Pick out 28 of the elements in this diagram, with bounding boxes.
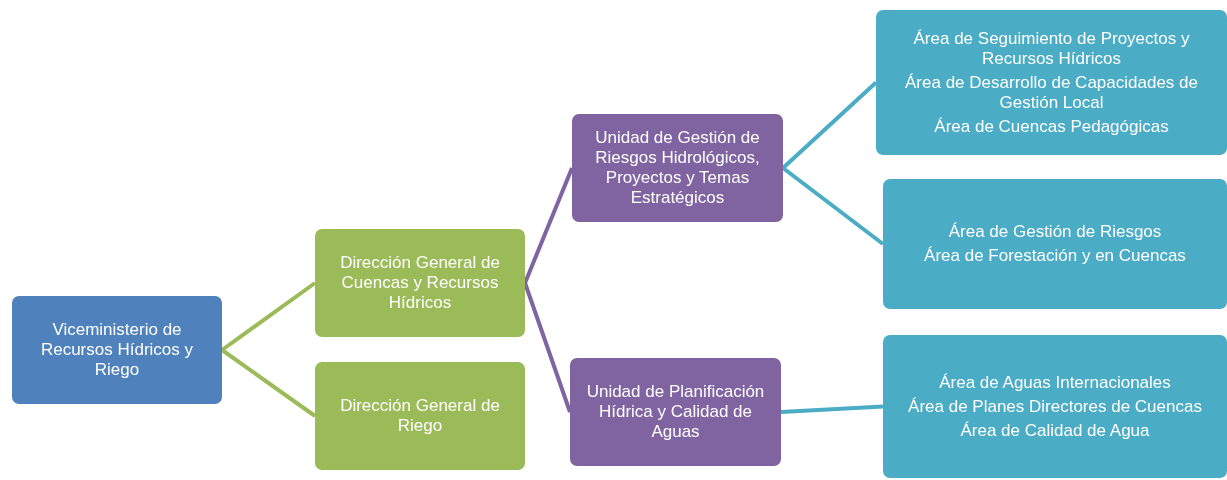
box-label: Área de Aguas Internacionales [939,372,1171,393]
box-label: Área de Desarrollo de Capacidades de Gestión Local [904,72,1199,113]
box-label: Viceministerio de Recursos Hídricos y Riego [39,320,195,380]
org-box [572,114,783,222]
org-box [883,179,1227,309]
box-label: Área de Gestión de Riesgos [948,222,1162,242]
connector-line [781,81,878,170]
org-box [883,335,1227,478]
connector-line [523,282,572,413]
connector-line [220,348,317,418]
box-label: Dirección General de Riego [339,396,501,436]
org-box [12,296,222,404]
box-label: Unidad de Planificación Hídrica y Calidad de Aguas [585,382,766,442]
org-box [315,229,525,337]
box-label: Área de Calidad de Agua [960,420,1150,441]
connector-line [523,167,574,284]
box-label: Área de Planes Directores de Cuencas [908,396,1202,417]
connector-line [781,166,885,246]
box-label: Área de Cuencas Pedagógicas [934,116,1169,137]
box-label: Unidad de Gestión de Riesgos Hidrológicos, Proyectos y Temas Estratégicos [594,128,761,208]
box-label: Área de Seguimiento de Proyectos y Recursos Hídricos [912,28,1191,69]
connector-line [780,404,884,414]
box-label: Dirección General de Cuencas y Recursos Hídricos [339,253,501,313]
box-label: Área de Forestación y en Cuencas [924,246,1186,266]
connector-line [220,281,317,352]
org-box [315,362,525,470]
org-box [570,358,781,466]
org-box [876,10,1227,155]
